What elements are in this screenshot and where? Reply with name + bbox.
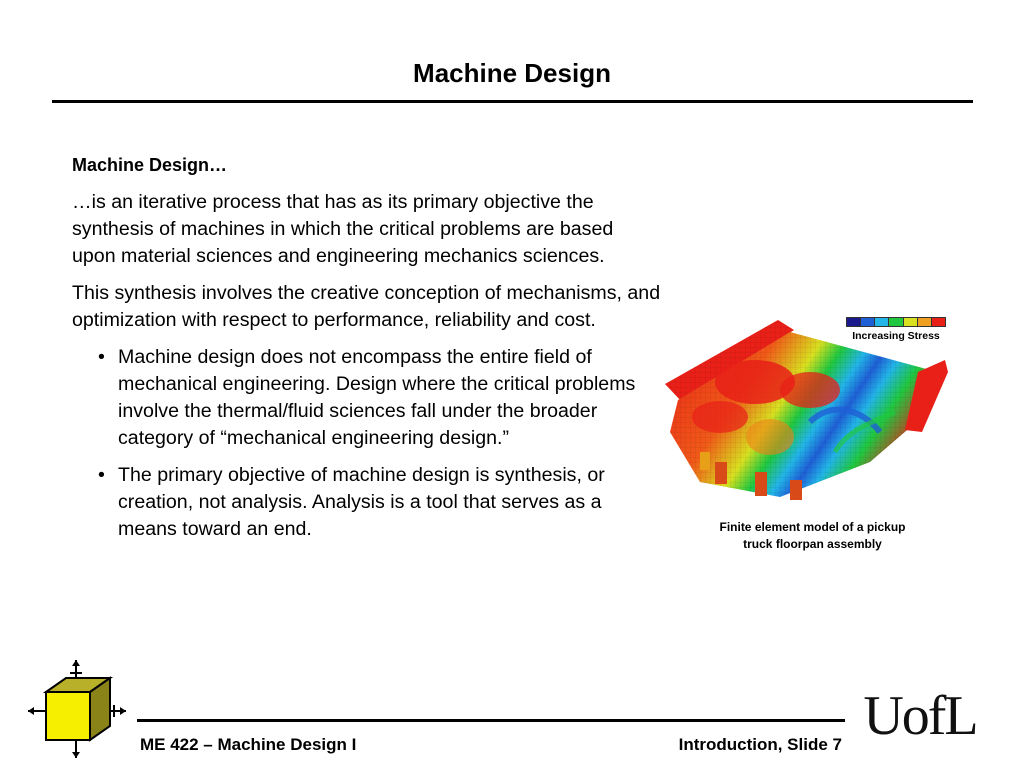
- legend-swatch: [847, 318, 862, 326]
- legend-swatch: [903, 318, 918, 326]
- bullet-item: • The primary objective of machine desig…: [72, 462, 662, 543]
- legend-swatch: [889, 318, 904, 326]
- logo-text: UofL: [863, 685, 976, 747]
- title-divider: [52, 100, 973, 103]
- course-label: ME 422 – Machine Design I: [140, 735, 357, 754]
- bullet-marker: •: [98, 346, 105, 368]
- footer-divider: [137, 719, 845, 722]
- bullet-text: The primary objective of machine design …: [118, 464, 605, 540]
- uofl-logo: UofL: [863, 685, 978, 747]
- paragraph-definition: …is an iterative process that has as its…: [72, 191, 614, 267]
- fea-stress-image: [665, 320, 948, 500]
- caption-line: Finite element model of a pickup: [719, 520, 906, 534]
- figure-caption: Finite element model of a pickup truck f…: [690, 519, 935, 553]
- slide-title: Machine Design: [413, 58, 611, 88]
- legend-label: Increasing Stress: [852, 330, 940, 342]
- legend-swatch: [931, 318, 945, 326]
- body-heading: Machine Design…: [72, 155, 228, 175]
- legend-swatch: [875, 318, 890, 326]
- legend-swatch: [861, 318, 876, 326]
- bullet-list: • Machine design does not encompass the …: [72, 344, 662, 543]
- paragraph-synthesis: This synthesis involves the creative con…: [72, 282, 661, 331]
- bullet-item: • Machine design does not encompass the …: [72, 344, 662, 452]
- legend-color-scale: [846, 317, 946, 327]
- stress-legend: Increasing Stress: [846, 317, 946, 342]
- bullet-text: Machine design does not encompass the en…: [118, 346, 636, 449]
- cube-logo-icon: [28, 660, 126, 758]
- slide-number-label: Introduction, Slide 7: [678, 735, 842, 754]
- slide-body: Machine Design… …is an iterative process…: [72, 152, 662, 553]
- bullet-marker: •: [98, 464, 105, 486]
- caption-line: truck floorpan assembly: [743, 537, 882, 551]
- legend-swatch: [917, 318, 932, 326]
